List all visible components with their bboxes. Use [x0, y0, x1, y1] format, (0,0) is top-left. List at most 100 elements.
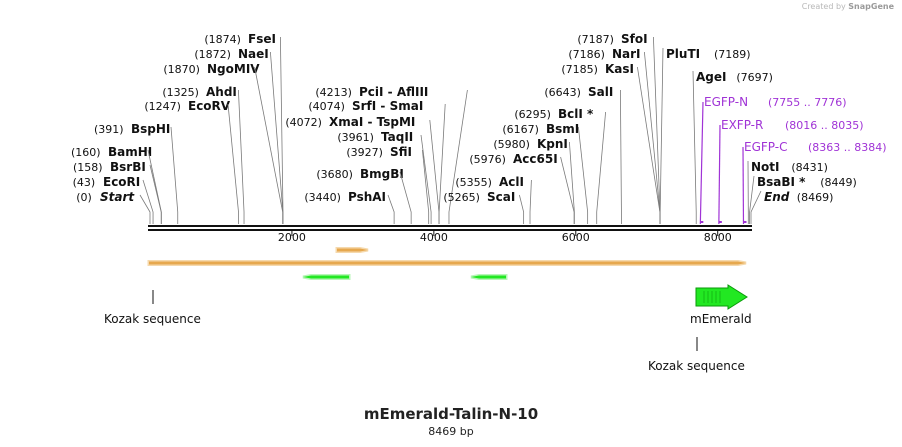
site-name: FseI	[248, 32, 276, 46]
site-position: (6643)	[544, 86, 581, 99]
site-position: (5980)	[493, 138, 530, 151]
site-name: End	[764, 190, 790, 204]
site-name: BsaBI *	[757, 175, 806, 189]
site-name: BclI *	[558, 107, 594, 121]
site-connector-line	[448, 89, 468, 224]
site-position: (7189)	[714, 48, 751, 61]
site-name: SrfI - SmaI	[352, 99, 423, 113]
site-name: AclI	[499, 175, 524, 189]
site-connector-line	[620, 89, 622, 224]
orf-arrow	[470, 274, 508, 280]
primer-range: (8363 .. 8384)	[808, 141, 887, 154]
site-position: (0)	[76, 191, 92, 204]
site-position: (8469)	[797, 191, 834, 204]
orf-arrow	[147, 260, 747, 266]
tick-label: 8000	[704, 231, 732, 244]
site-name: AhdI	[206, 85, 237, 99]
site-position: (7185)	[561, 63, 598, 76]
plasmid-length: 8469 bp	[428, 425, 474, 438]
site-connector-line	[438, 103, 446, 224]
site-connector-line	[170, 126, 179, 224]
site-connector-line	[692, 70, 697, 224]
primer-range: (7755 .. 7776)	[768, 96, 847, 109]
site-position: (1874)	[204, 33, 241, 46]
site-connector-line	[519, 194, 525, 224]
site-connector-line	[750, 190, 762, 224]
site-name: PshAI	[348, 190, 386, 204]
site-connector-line	[139, 194, 151, 224]
site-connector-line	[420, 134, 432, 224]
site-connector-line	[227, 103, 239, 224]
site-name: NaeI	[238, 47, 269, 61]
primer-line	[699, 101, 704, 225]
site-position: (5265)	[443, 191, 480, 204]
site-position: (158)	[73, 161, 103, 174]
site-position: (1872)	[194, 48, 231, 61]
site-position: (43)	[73, 176, 96, 189]
site-name: SalI	[588, 85, 613, 99]
site-name: SfoI	[621, 32, 648, 46]
site-name: BmgBI	[360, 167, 404, 181]
site-position: (8431)	[791, 161, 828, 174]
feature-label: Kozak sequence	[104, 312, 201, 326]
primer-line	[718, 124, 721, 225]
site-name: EcoRI	[103, 175, 140, 189]
site-connector-line	[659, 47, 664, 224]
site-name: SfiI	[390, 145, 412, 159]
site-position: (160)	[71, 146, 101, 159]
site-connector-line	[578, 126, 589, 224]
site-name: PluTI	[666, 47, 700, 61]
site-position: (1247)	[144, 100, 181, 113]
site-position: (3440)	[304, 191, 341, 204]
primer-name: EGFP-N	[704, 95, 748, 109]
site-connector-line	[149, 164, 162, 224]
site-position: (6167)	[502, 123, 539, 136]
site-name: NgoMIV	[207, 62, 260, 76]
site-name: KasI	[605, 62, 634, 76]
site-position: (1870)	[163, 63, 200, 76]
site-name: EcoRV	[188, 99, 231, 113]
mEmerald-cds-arrow	[695, 284, 748, 310]
site-connector-line	[280, 36, 284, 224]
site-connector-line	[529, 179, 532, 224]
site-position: (5355)	[455, 176, 492, 189]
site-connector-line	[387, 194, 395, 224]
site-name: BspHI	[131, 122, 170, 136]
primer-name: EXFP-R	[721, 118, 763, 132]
site-connector-line	[142, 179, 154, 224]
site-position: (3680)	[316, 168, 353, 181]
tick-label: 2000	[278, 231, 306, 244]
snapgene-logo: SnapGene	[848, 2, 894, 11]
site-connector-line	[422, 149, 430, 224]
site-connector-line	[254, 66, 284, 224]
site-name: TaqII	[381, 130, 413, 144]
site-name: Acc65I	[513, 152, 558, 166]
site-connector-line	[749, 175, 755, 224]
site-connector-line	[560, 156, 575, 224]
site-connector-line	[399, 171, 412, 224]
site-name: KpnI	[537, 137, 568, 151]
orf-arrow	[302, 274, 351, 280]
orf-arrow	[335, 247, 369, 253]
site-name: PciI - AflIII	[359, 85, 428, 99]
site-connector-line	[653, 36, 661, 224]
site-position: (8449)	[820, 176, 857, 189]
site-position: (391)	[94, 123, 124, 136]
site-position: (7186)	[568, 48, 605, 61]
site-position: (3961)	[337, 131, 374, 144]
site-connector-line	[238, 89, 245, 224]
plasmid-name: mEmerald-Talin-N-10	[363, 405, 539, 423]
site-name: BsrBI	[110, 160, 146, 174]
tick-label: 6000	[562, 231, 590, 244]
site-connector-line	[637, 66, 661, 224]
feature-label: mEmerald	[690, 312, 752, 326]
site-position: (1325)	[162, 86, 199, 99]
site-connector-line	[569, 141, 575, 224]
site-position: (4213)	[315, 86, 352, 99]
credit-prefix: Created by	[801, 2, 846, 11]
feature-label: Kozak sequence	[648, 359, 745, 373]
site-position: (4072)	[285, 116, 322, 129]
site-position: (5976)	[469, 153, 506, 166]
primer-range: (8016 .. 8035)	[785, 119, 864, 132]
